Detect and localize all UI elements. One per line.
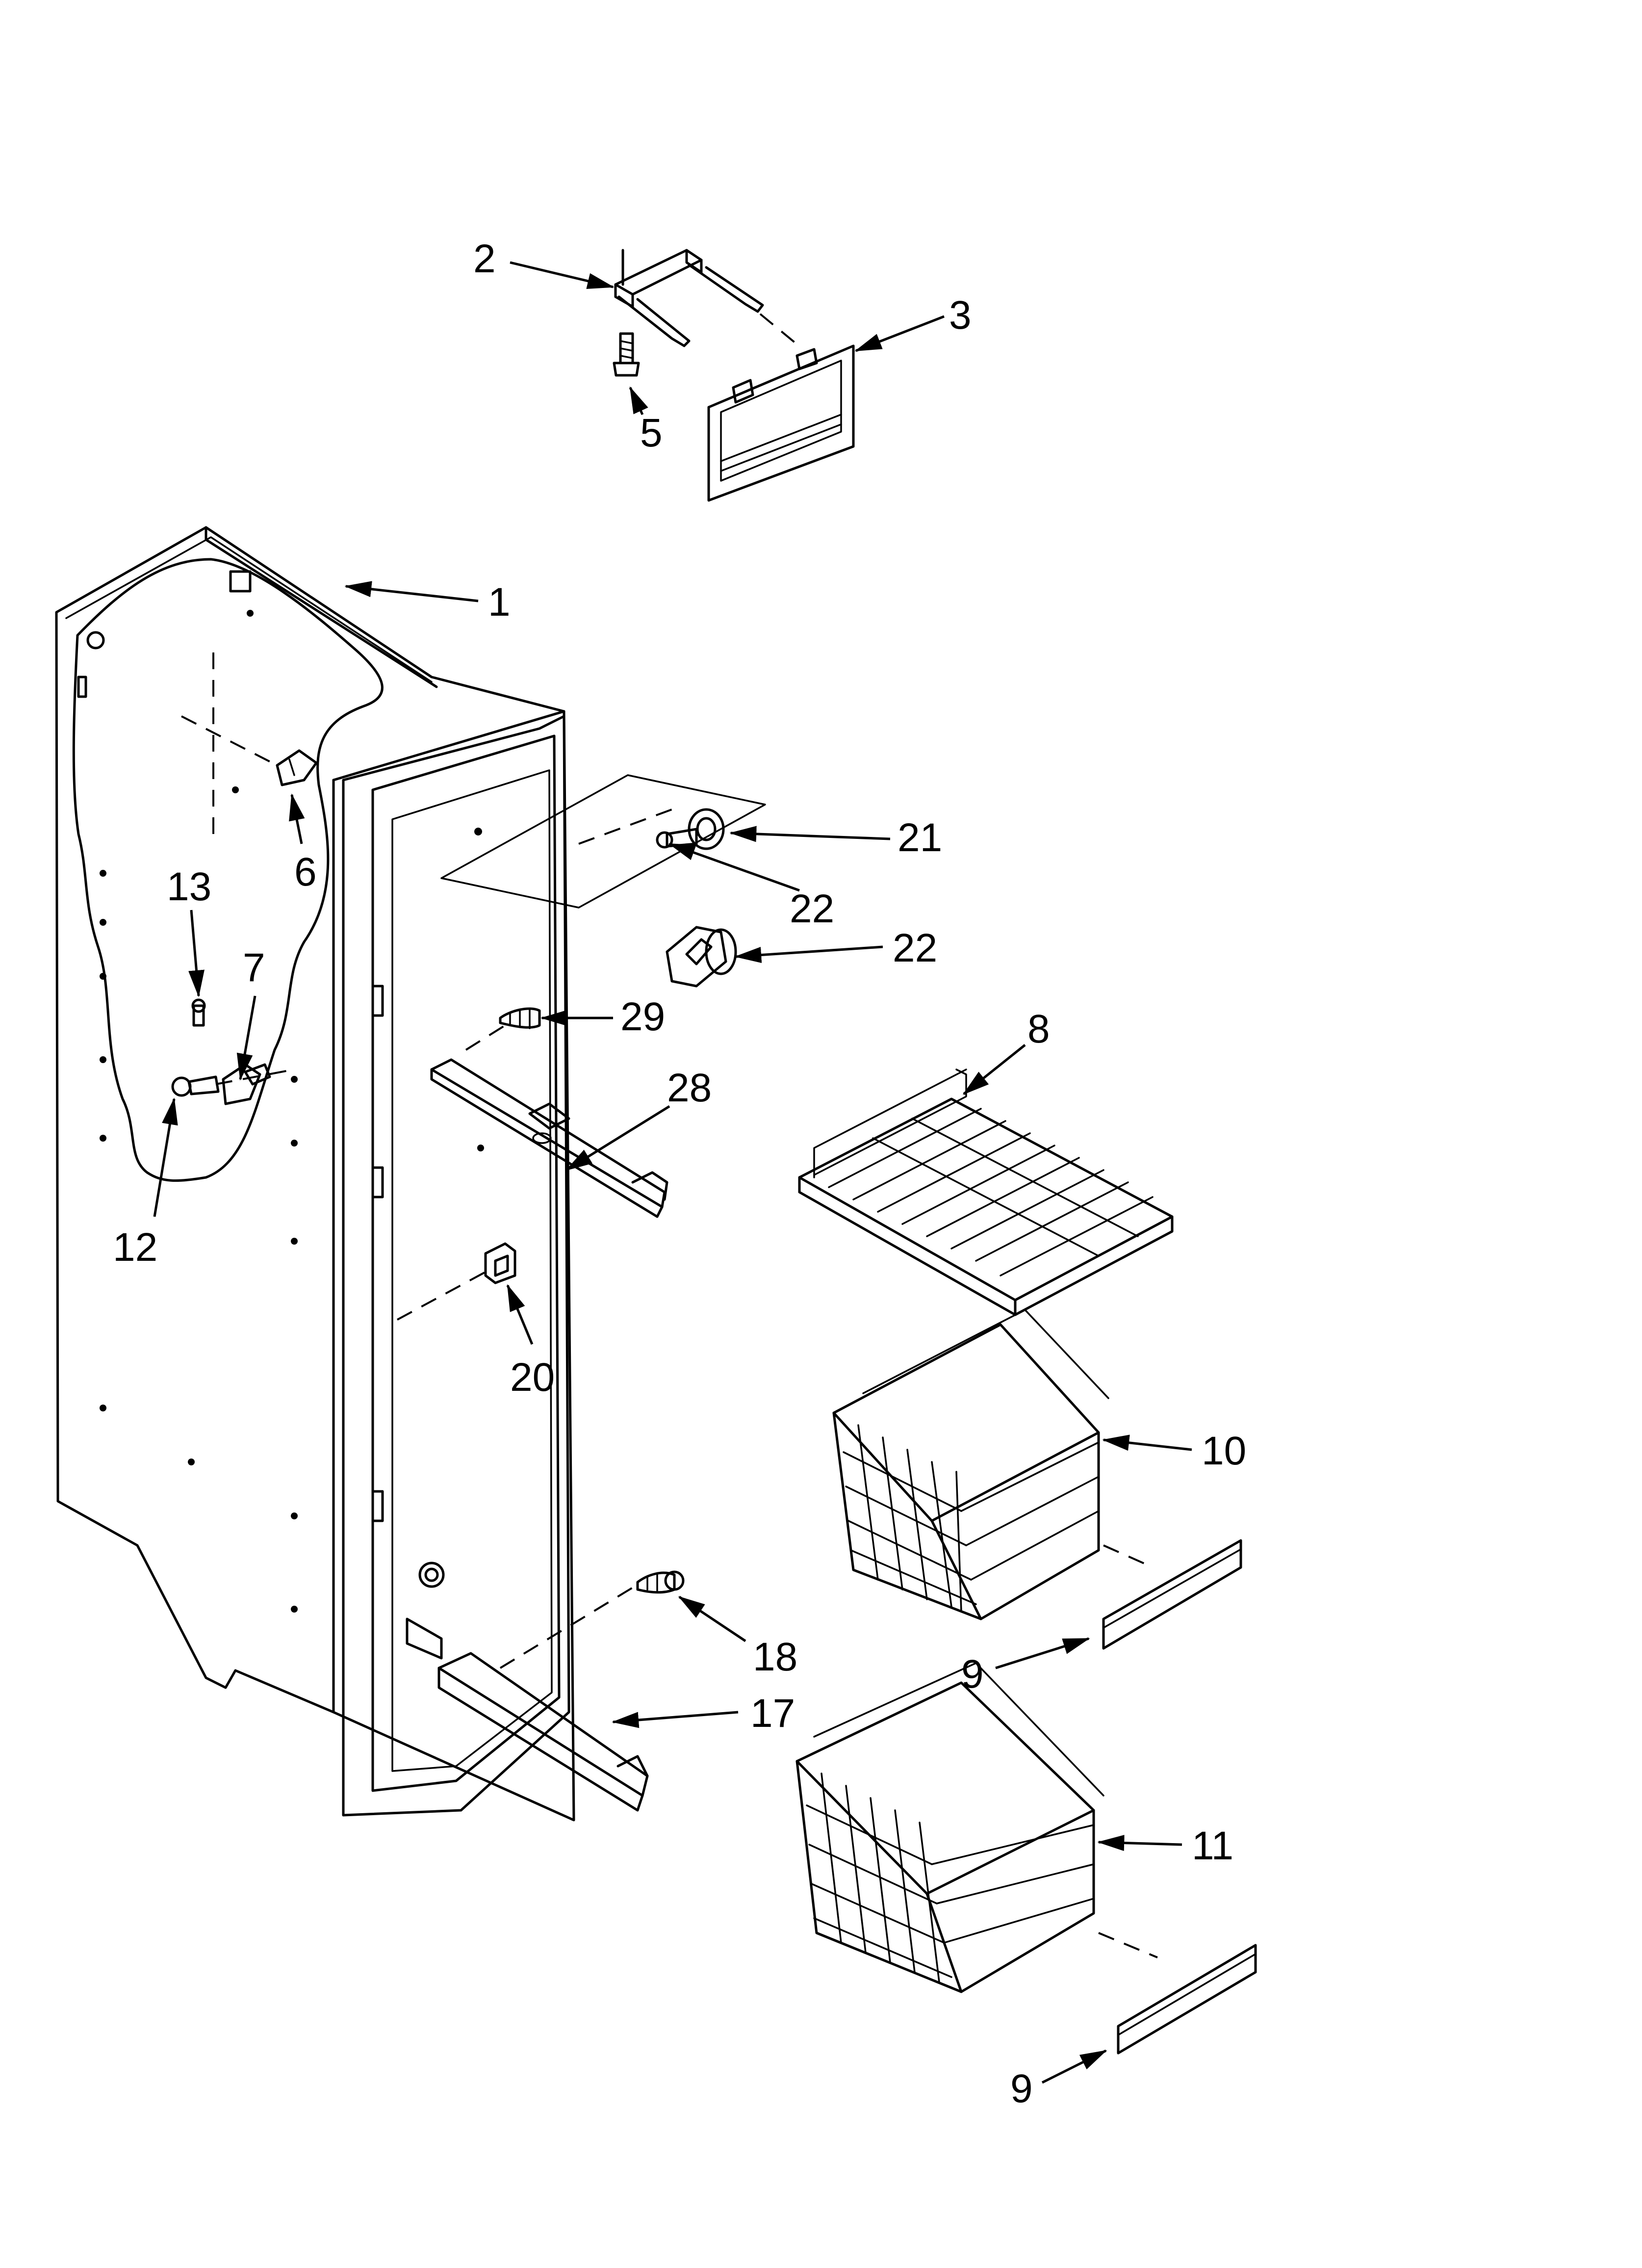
trim-part-9-lower xyxy=(1117,1944,1257,2055)
callout-3: 3 xyxy=(949,293,972,338)
callout-22: 22 xyxy=(893,926,937,970)
callout-8: 8 xyxy=(1027,1007,1050,1051)
callout-2: 2 xyxy=(473,236,496,281)
callout-21: 22 xyxy=(790,886,834,931)
trim-part-9-upper xyxy=(1102,1539,1242,1650)
brace-part-17 xyxy=(437,1652,649,1812)
cover-part-3 xyxy=(707,344,855,502)
callouts: 2 3 5 1 6 13 7 12 21 22 22 29 28 20 8 10… xyxy=(113,236,1246,2111)
callout-17: 17 xyxy=(750,1691,795,1736)
clip-part-6 xyxy=(276,749,318,786)
front-frame xyxy=(342,715,570,1817)
callout-28: 28 xyxy=(667,1066,712,1110)
callout-12: 12 xyxy=(113,1225,157,1270)
screw-part-18 xyxy=(636,1570,685,1594)
callout-6: 6 xyxy=(294,850,317,894)
dashed-guide xyxy=(1098,1932,1158,1958)
callout-13: 13 xyxy=(167,864,211,909)
callout-5: 5 xyxy=(640,411,663,455)
dashed-guide xyxy=(578,808,672,845)
basket-part-10 xyxy=(832,1309,1109,1620)
leader-lines xyxy=(153,261,1192,2084)
screw-part-29 xyxy=(499,1007,541,1029)
callout-18: 18 xyxy=(753,1635,797,1679)
callout-19: 20 xyxy=(510,1355,555,1400)
callout-11: 11 xyxy=(1192,1824,1233,1868)
screw-part-12 xyxy=(171,1075,220,1097)
dashed-guide xyxy=(397,1270,488,1321)
switch-part-19 xyxy=(484,1242,516,1284)
dashed-guide xyxy=(465,1024,506,1051)
callout-9-upper: 9 xyxy=(961,1652,984,1696)
callout-20: 21 xyxy=(898,815,942,860)
callout-1: 1 xyxy=(488,580,511,625)
callout-9-lower: 9 xyxy=(1010,2066,1033,2111)
bracket-part-2 xyxy=(614,249,764,347)
cabinet-liner-part-1 xyxy=(55,526,575,1822)
callout-29: 29 xyxy=(620,994,665,1039)
screw-part-13 xyxy=(191,998,206,1027)
callout-7: 7 xyxy=(243,945,265,990)
dashed-guide xyxy=(181,715,278,766)
screw-part-5 xyxy=(613,332,640,377)
wire-shelf-part-8 xyxy=(798,1069,1174,1316)
mount-plate-outline xyxy=(440,774,766,909)
roller-part-22 xyxy=(666,926,737,988)
screw-part-21 xyxy=(656,828,698,849)
callout-10: 10 xyxy=(1202,1429,1246,1473)
dashed-guide xyxy=(1103,1544,1148,1566)
dashed-guide xyxy=(759,313,803,349)
dashed-guide xyxy=(215,1069,295,1085)
liner-holes xyxy=(100,610,484,1613)
basket-part-11 xyxy=(795,1662,1104,1993)
